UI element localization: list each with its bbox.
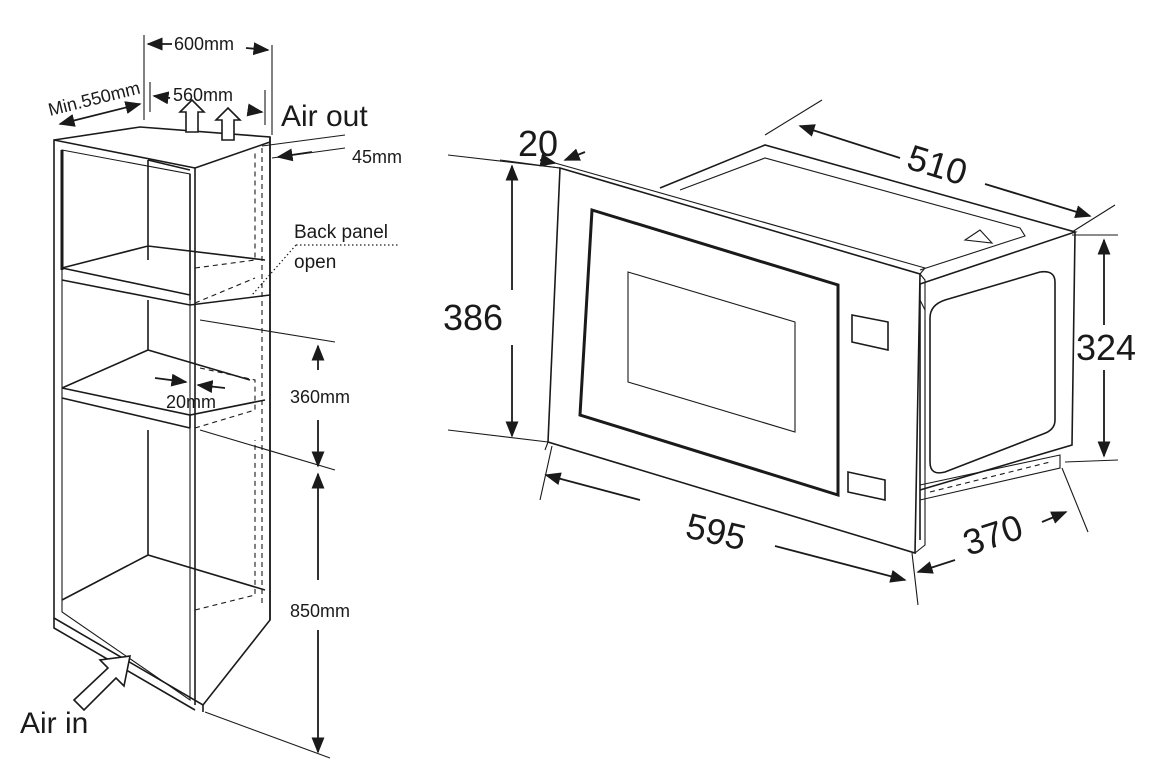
dim-360mm: 360mm bbox=[199, 319, 350, 471]
cabinet-front-face bbox=[53, 139, 196, 705]
dim-20mm: 20mm bbox=[154, 373, 226, 412]
dim-label-510: 510 bbox=[903, 136, 972, 193]
air-in-label: Air in bbox=[20, 707, 88, 740]
dim-label-370: 370 bbox=[958, 506, 1028, 564]
dim-label-20: 20 bbox=[518, 123, 558, 164]
dim-20: 20 bbox=[447, 123, 586, 169]
back-panel-label: Back panel open bbox=[251, 222, 398, 296]
dim-label-360mm: 360mm bbox=[290, 387, 350, 407]
microwave-drawing: 20 510 386 324 bbox=[443, 99, 1136, 606]
dim-label-324: 324 bbox=[1076, 327, 1136, 368]
dim-label-850mm: 850mm bbox=[290, 601, 350, 621]
back-panel-label-line1: Back panel bbox=[294, 222, 388, 243]
cabinet-drawing: 600mm Min.550mm 560mm Air out 45mm bbox=[20, 34, 402, 759]
cabinet-outline bbox=[53, 126, 271, 707]
dim-560mm: 560mm bbox=[149, 82, 266, 125]
top-niche-box bbox=[61, 160, 266, 296]
dim-850mm: 850mm bbox=[204, 472, 350, 759]
dim-510: 510 bbox=[764, 99, 1116, 233]
dim-386: 386 bbox=[443, 159, 561, 443]
microwave-body-top bbox=[659, 144, 1078, 285]
dim-label-560mm: 560mm bbox=[173, 85, 233, 105]
dim-600mm: 600mm bbox=[143, 34, 273, 135]
dim-label-20mm: 20mm bbox=[166, 392, 216, 412]
dim-595: 595 bbox=[539, 445, 919, 606]
dim-324: 324 bbox=[1064, 234, 1136, 463]
dim-label-595: 595 bbox=[682, 505, 750, 558]
microwave-side-window bbox=[929, 270, 1056, 474]
microwave-door-window bbox=[578, 208, 840, 498]
air-out-label: Air out bbox=[281, 100, 368, 133]
microwave-control-display bbox=[851, 314, 889, 351]
back-panel-label-line2: open bbox=[294, 252, 336, 273]
air-in-arrow bbox=[72, 655, 132, 712]
air-out-arrows bbox=[178, 98, 242, 141]
dim-label-45mm: 45mm bbox=[352, 147, 402, 167]
microwave-door-button bbox=[847, 471, 886, 501]
dim-label-min550mm: Min.550mm bbox=[46, 78, 142, 120]
dim-label-386: 386 bbox=[443, 297, 503, 338]
dim-label-600mm: 600mm bbox=[174, 34, 234, 54]
dim-min550mm: Min.550mm bbox=[46, 78, 142, 127]
dim-45mm: 45mm bbox=[261, 134, 402, 167]
